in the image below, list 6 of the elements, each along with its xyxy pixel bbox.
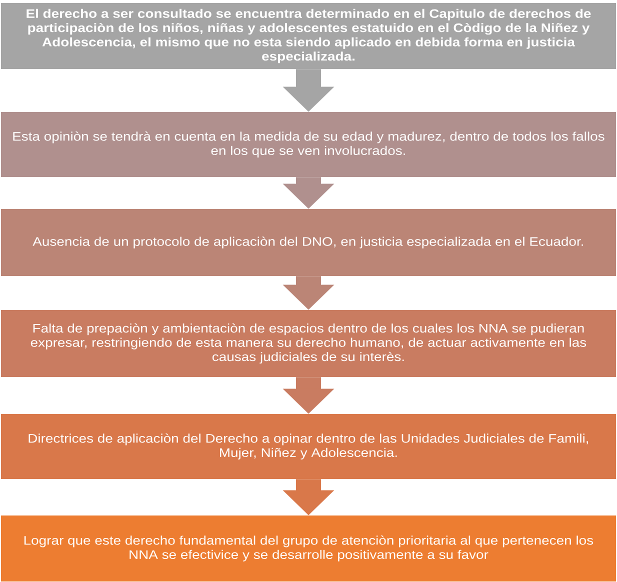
process-box: Directrices de aplicaciòn del Derecho a opinar dentro de las Unidades Judiciales de Famili, Mujer, Niñez y Adolescencia. [1,414,616,479]
process-box: Lograr que este derecho fundamental del grupo de atenciòn prioritaria al que pertenecen los NNA se efectivice y se desarrolle positivamente a su favor [1,515,616,582]
process-box: El derecho a ser consultado se encuentra determinado en el Capitulo de derechos de participaciòn de los niños, niñas y adolescentes estatuido en el Còdigo de la Niñez y Adolescencia, el mismo que no esta siendo aplicado en debida forma en justicia especializada. [1,3,616,69]
process-box: Falta de prepaciòn y ambientaciòn de espacios dentro de los cuales los NNA se pudieran expresar, restringiendo de esta manera su derecho humano, de actuar activamente en las causas judiciales de su interès. [1,310,616,377]
process-box: Esta opiniòn se tendrà en cuenta en la medida de su edad y madurez, dentro de todos los fallos en los que se ven involucrados. [1,112,616,177]
process-box: Ausencia de un protocolo de aplicaciòn del DNO, en justicia especializada en el Ecuador. [1,208,616,276]
